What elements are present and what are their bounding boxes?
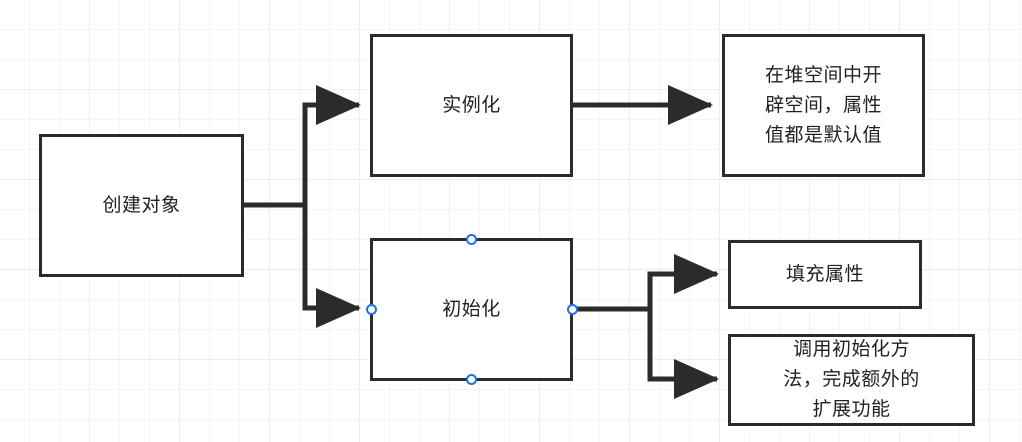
edge-initialize-to-call-init[interactable] <box>647 309 719 399</box>
selection-handle-top[interactable] <box>465 233 477 245</box>
node-call-init-method[interactable]: 调用初始化方 法，完成额外的 扩展功能 <box>728 334 975 426</box>
edge-create-to-initialize[interactable] <box>302 205 361 328</box>
selection-handle-left[interactable] <box>365 303 377 315</box>
node-heap-allocate[interactable]: 在堆空间中开 辟空间，属性 值都是默认值 <box>722 34 925 177</box>
node-create-object[interactable]: 创建对象 <box>39 134 244 277</box>
node-instantiate[interactable]: 实例化 <box>370 34 573 177</box>
selection-handle-right[interactable] <box>566 303 578 315</box>
selection-handle-bottom[interactable] <box>465 373 477 385</box>
edge-create-to-instantiate[interactable] <box>244 85 361 208</box>
node-initialize[interactable]: 初始化 <box>370 238 573 381</box>
edge-initialize-to-fill[interactable] <box>573 254 719 312</box>
node-fill-properties[interactable]: 填充属性 <box>728 240 922 309</box>
